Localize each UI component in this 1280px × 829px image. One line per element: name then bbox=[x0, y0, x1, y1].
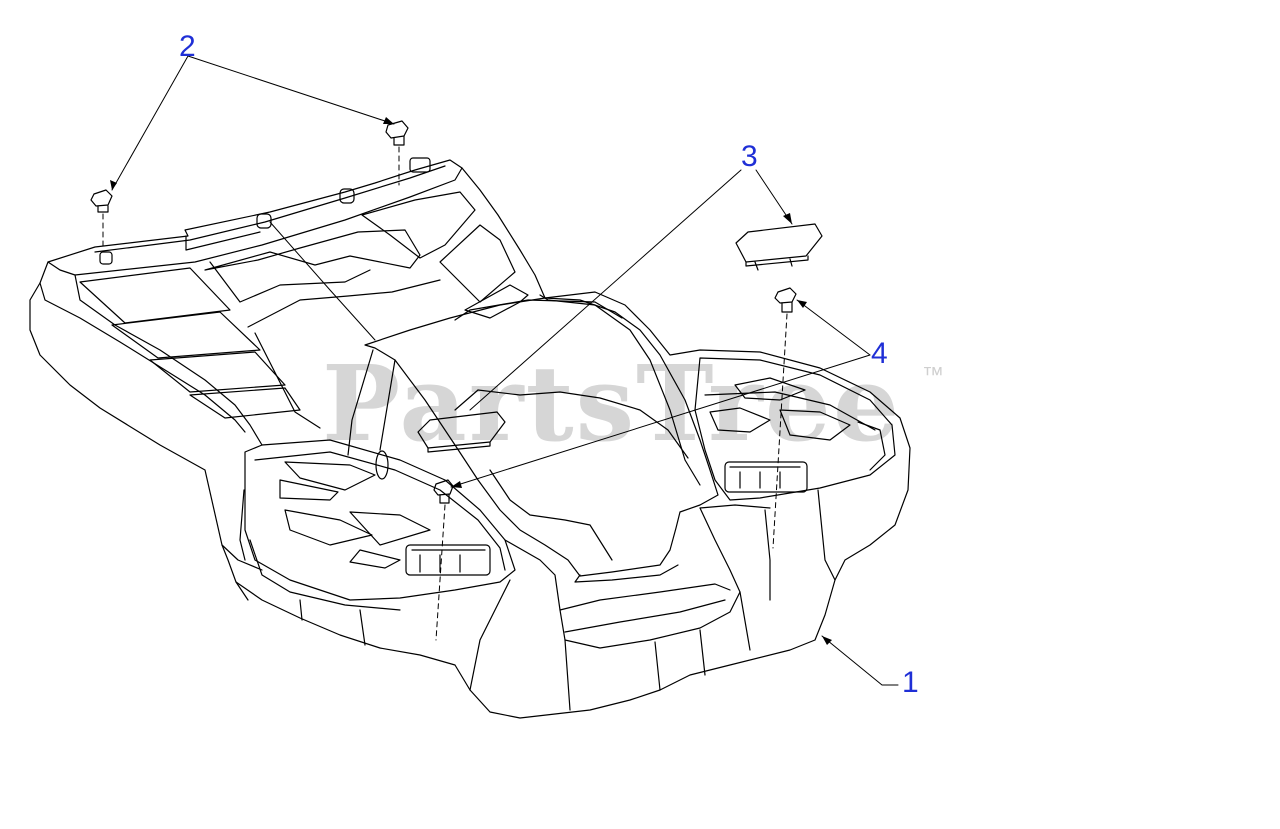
callout-1[interactable]: 1 bbox=[902, 666, 919, 699]
fastener-screw-rear-left bbox=[90, 189, 113, 213]
callout-4[interactable]: 4 bbox=[871, 337, 888, 370]
callout-3[interactable]: 3 bbox=[741, 140, 758, 173]
fastener-screw-front-right bbox=[774, 287, 797, 313]
callout-2[interactable]: 2 bbox=[179, 30, 196, 63]
leader-lines bbox=[111, 55, 899, 686]
fastener-screw-rear-right bbox=[385, 120, 409, 146]
cap-plug-loose bbox=[735, 223, 823, 271]
watermark-brand: PartsTree bbox=[322, 342, 902, 465]
fastener-screw-front-left bbox=[433, 479, 454, 504]
install-axes bbox=[102, 146, 788, 641]
watermark-trademark: ™ bbox=[922, 362, 944, 387]
fender-body bbox=[29, 157, 911, 719]
cap-plug-installed bbox=[417, 411, 506, 453]
arrow-heads bbox=[110, 117, 832, 645]
